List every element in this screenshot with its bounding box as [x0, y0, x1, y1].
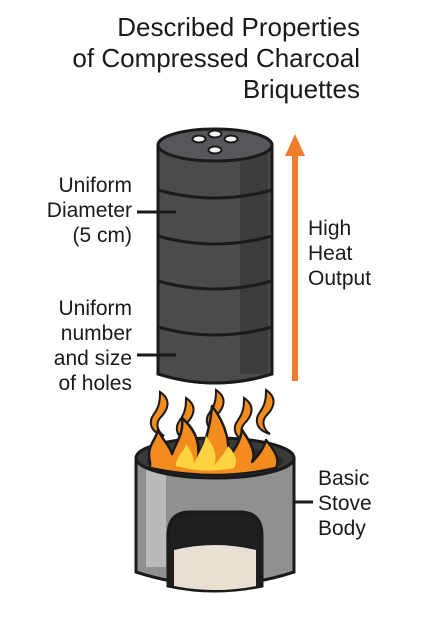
diameter-line-1: Uniform	[58, 174, 132, 197]
briquette-shade	[240, 150, 268, 374]
title-line-3: Briquettes	[242, 74, 360, 104]
briquette-stack	[156, 127, 274, 385]
heat-line-2: Heat	[308, 242, 353, 265]
segment-line-1	[157, 188, 273, 200]
holes-line-4: of holes	[58, 372, 132, 395]
heat-line-3: Output	[308, 267, 372, 290]
title-line-2: of Compressed Charcoal	[72, 43, 360, 73]
stove-line-3: Body	[318, 517, 366, 540]
segment-line-3	[157, 279, 273, 291]
title-line-1: Described Properties	[117, 12, 360, 42]
stove-line-2: Stove	[318, 492, 372, 515]
segment-line-4	[157, 325, 273, 337]
diagram-title: Described Properties of Compressed Charc…	[0, 12, 360, 105]
hole-icon	[223, 134, 239, 144]
briquette-top	[156, 127, 274, 163]
label-uniform-holes: Uniform number and size of holes	[20, 296, 132, 396]
label-uniform-diameter: Uniform Diameter (5 cm)	[20, 173, 132, 248]
flame-icon	[147, 404, 279, 477]
segment-line-2	[157, 234, 273, 246]
holes-line-3: and size	[53, 347, 132, 370]
hole-icon	[207, 145, 223, 155]
hole-icon	[191, 134, 207, 144]
label-basic-stove-body: Basic Stove Body	[318, 466, 372, 541]
heat-arrow-icon	[285, 134, 305, 381]
diameter-line-2: Diameter	[46, 199, 132, 222]
stove-line-1: Basic	[318, 467, 370, 490]
holes-line-2: number	[60, 322, 132, 345]
heat-line-1: High	[308, 217, 352, 240]
holes-line-1: Uniform	[58, 297, 132, 320]
diameter-line-3: (5 cm)	[72, 224, 133, 247]
label-high-heat-output: High Heat Output	[308, 216, 371, 291]
hole-icon	[207, 129, 223, 139]
